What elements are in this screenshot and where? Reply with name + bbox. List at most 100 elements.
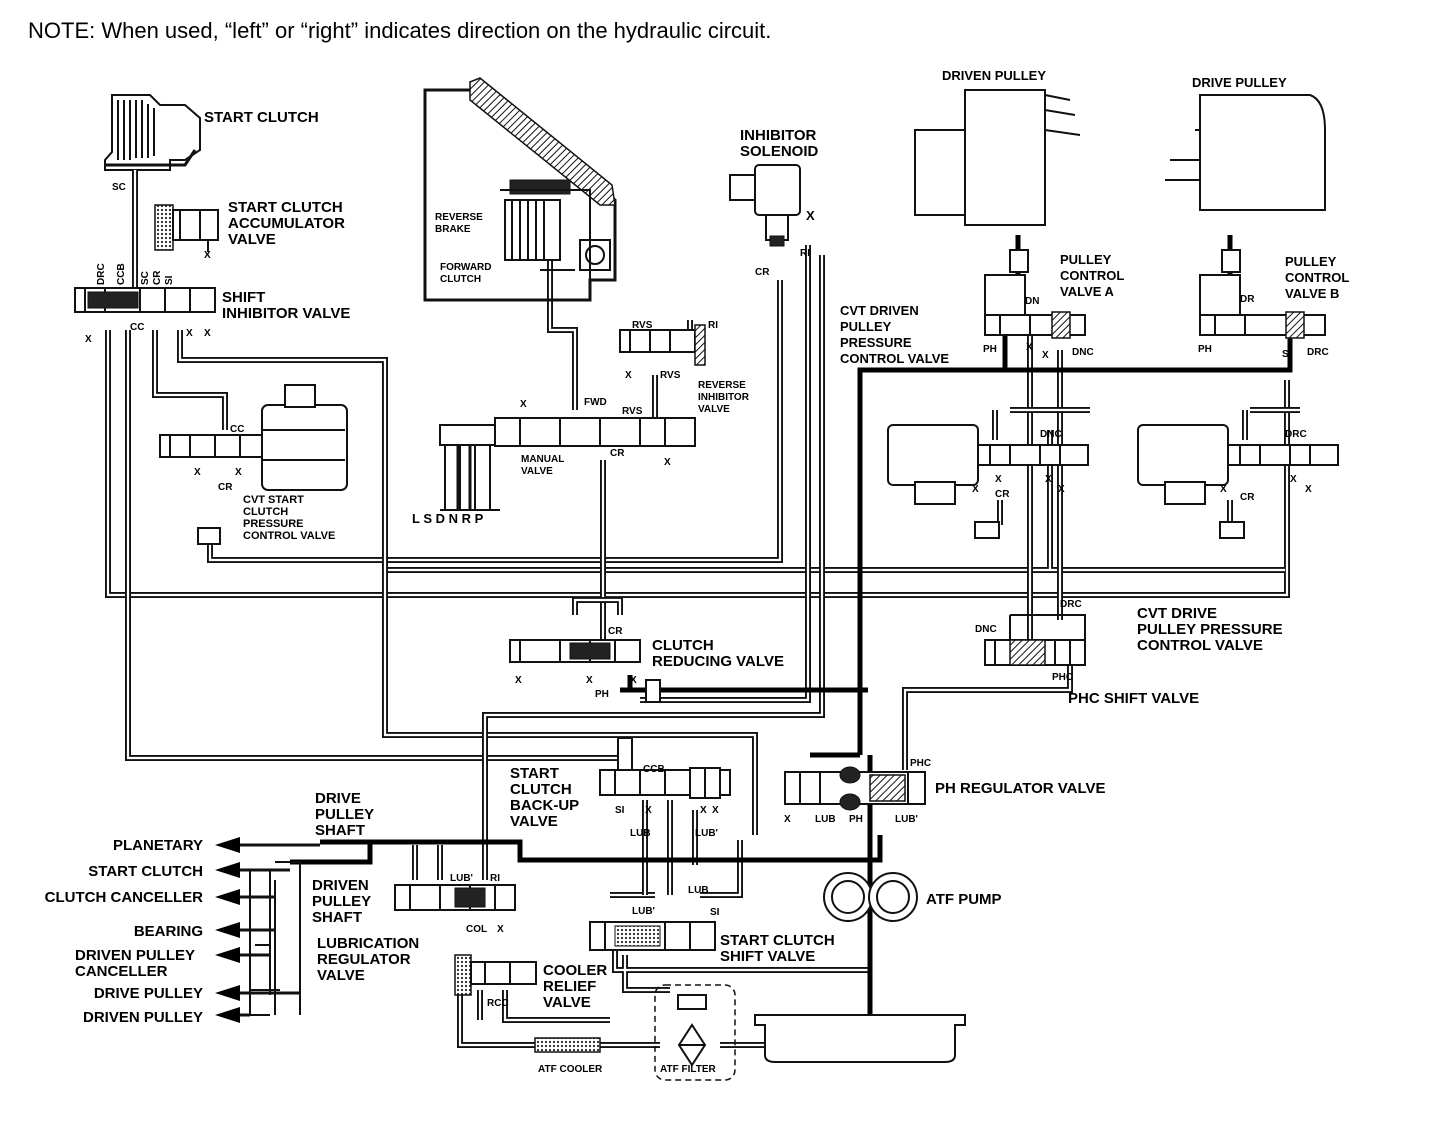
reverse-brake-label-2: BRAKE [435, 224, 471, 235]
port-x-si-3: X [204, 328, 211, 339]
reverse-inhibitor-label-3: VALVE [698, 404, 730, 415]
cvt-drive-pulley-pressure-control-valve-body [1137, 424, 1339, 539]
shift-inhibitor-label-2: INHIBITOR VALVE [222, 305, 350, 322]
atf-reservoir [754, 1014, 966, 1063]
atf-filter [654, 984, 736, 1081]
cvt-start-label-3: PRESSURE [243, 518, 304, 530]
atf-pump-label: ATF PUMP [926, 891, 1002, 908]
cvt-driven-label-2: PULLEY [840, 319, 892, 334]
port-cc-cvt: CC [230, 424, 244, 435]
manual-valve-label-2: VALVE [521, 466, 553, 477]
port-x-solenoid: X [806, 208, 815, 223]
driven-pulley-label: DRIVEN PULLEY [942, 68, 1046, 83]
pulley-control-b-label-1: PULLEY [1285, 254, 1337, 269]
start-clutch-label: START CLUTCH [204, 109, 319, 126]
atf-cooler [534, 1037, 601, 1053]
lube-planetary: PLANETARY [113, 837, 203, 854]
port-x-crv-3: X [630, 675, 637, 686]
port-rvs-riv-2: RVS [660, 370, 681, 381]
port-cr-cvt: CR [218, 482, 233, 493]
port-x-si-2: X [186, 328, 193, 339]
port-cr-cvtdn: CR [995, 489, 1010, 500]
hydraulic-lines [105, 235, 1300, 1048]
cvt-driven-label-4: CONTROL VALVE [840, 351, 949, 366]
clutch-reducing-label-2: REDUCING VALVE [652, 653, 784, 670]
port-ccb-si: CCB [116, 263, 127, 285]
lubrication-label-2: REGULATOR [317, 951, 411, 968]
cvt-start-label-2: CLUTCH [243, 506, 288, 518]
port-dr: DR [1240, 294, 1255, 305]
accumulator-label-2: ACCUMULATOR [228, 215, 345, 232]
port-ri-riv: RI [708, 320, 718, 331]
port-cr-solenoid: CR [755, 267, 770, 278]
cvt-drive-label-3: CONTROL VALVE [1137, 637, 1263, 654]
port-si-pcvb: SI [1282, 349, 1292, 360]
selector-positions: L S D N R P [412, 511, 484, 526]
port-x-cvtdr-1: X [1220, 484, 1227, 495]
lube-clutch-canceller: CLUTCH CANCELLER [45, 889, 203, 906]
forward-clutch-reverse-brake-assembly [423, 77, 617, 302]
port-si-si: SI [164, 275, 175, 285]
lubrication-label-1: LUBRICATION [317, 935, 419, 952]
drive-pulley [1165, 94, 1326, 273]
port-dnc-cvtdn: DNC [1040, 429, 1062, 440]
port-x-cvtdr-2: X [1290, 474, 1297, 485]
pulley-control-a-label-3: VALVE A [1060, 284, 1115, 299]
port-dn: DN [1025, 296, 1039, 307]
cooler-relief-valve [454, 954, 537, 996]
port-si-scsv: SI [710, 907, 720, 918]
lube-driven-pulley: DRIVEN PULLEY [83, 1009, 203, 1026]
port-x-crv-2: X [586, 675, 593, 686]
port-cr-si: CR [152, 270, 163, 285]
port-x: X [204, 250, 211, 261]
cvt-start-label-4: CONTROL VALVE [243, 530, 335, 542]
port-phc-phr: PHC [910, 758, 931, 769]
port-x-lrv: X [497, 924, 504, 935]
lube-driven-pulley-canceller-2: CANCELLER [75, 963, 168, 980]
inhibitor-solenoid-label-2: SOLENOID [740, 143, 819, 160]
start-clutch-accumulator-valve [132, 200, 219, 290]
port-x-cvtdn-3: X [1045, 474, 1052, 485]
port-x-pcva-2: X [1042, 350, 1049, 361]
port-ph-pcvb: PH [1198, 344, 1212, 355]
port-rvs-riv-1: RVS [632, 320, 653, 331]
cvt-driven-label-1: CVT DRIVEN [840, 303, 919, 318]
start-clutch-backup-valve [599, 737, 731, 799]
port-lub-bu: LUB [630, 828, 651, 839]
reverse-inhibitor-valve [619, 324, 706, 366]
accumulator-label-1: START CLUTCH [228, 199, 343, 216]
manual-valve [439, 417, 696, 511]
port-ri-lrv: RI [490, 873, 500, 884]
port-dnc-phc: DNC [975, 624, 997, 635]
backup-label-4: VALVE [510, 813, 558, 830]
port-ri-solenoid: RI [800, 248, 810, 259]
inhibitor-solenoid-label-1: INHIBITOR [740, 127, 817, 144]
port-cc-si: CC [130, 322, 144, 333]
driven-shaft-label-1: DRIVEN [312, 877, 369, 894]
port-x-mv-1: X [520, 399, 527, 410]
shift-inhibitor-valve [74, 287, 216, 313]
port-x-cvtdn-2: X [995, 474, 1002, 485]
port-lub2-phr: LUB' [895, 814, 918, 825]
port-drc-cvtdr: DRC [1285, 429, 1307, 440]
port-ph-pcva: PH [983, 344, 997, 355]
ph-regulator-label: PH REGULATOR VALVE [935, 780, 1106, 797]
port-ccb-bu: CCB [643, 764, 665, 775]
port-cr-cvtdr: CR [1240, 492, 1255, 503]
drive-shaft-label-2: PULLEY [315, 806, 374, 823]
forward-clutch-label-1: FORWARD [440, 262, 491, 273]
phc-shift-label: PHC SHIFT VALVE [1068, 690, 1199, 707]
start-clutch [104, 94, 201, 200]
backup-label-3: BACK-UP [510, 797, 579, 814]
port-sc: SC [112, 182, 126, 193]
port-ph-phr: PH [849, 814, 863, 825]
pulley-control-valve-a [984, 274, 1086, 339]
reverse-brake-label-1: REVERSE [435, 212, 483, 223]
port-phc-phc: PHC [1052, 672, 1073, 683]
port-x-phr: X [784, 814, 791, 825]
port-sc-si: SC [140, 271, 151, 285]
cooler-relief-label-1: COOLER [543, 962, 607, 979]
scsv-label-1: START CLUTCH [720, 932, 835, 949]
clutch-reducing-valve [509, 639, 661, 703]
